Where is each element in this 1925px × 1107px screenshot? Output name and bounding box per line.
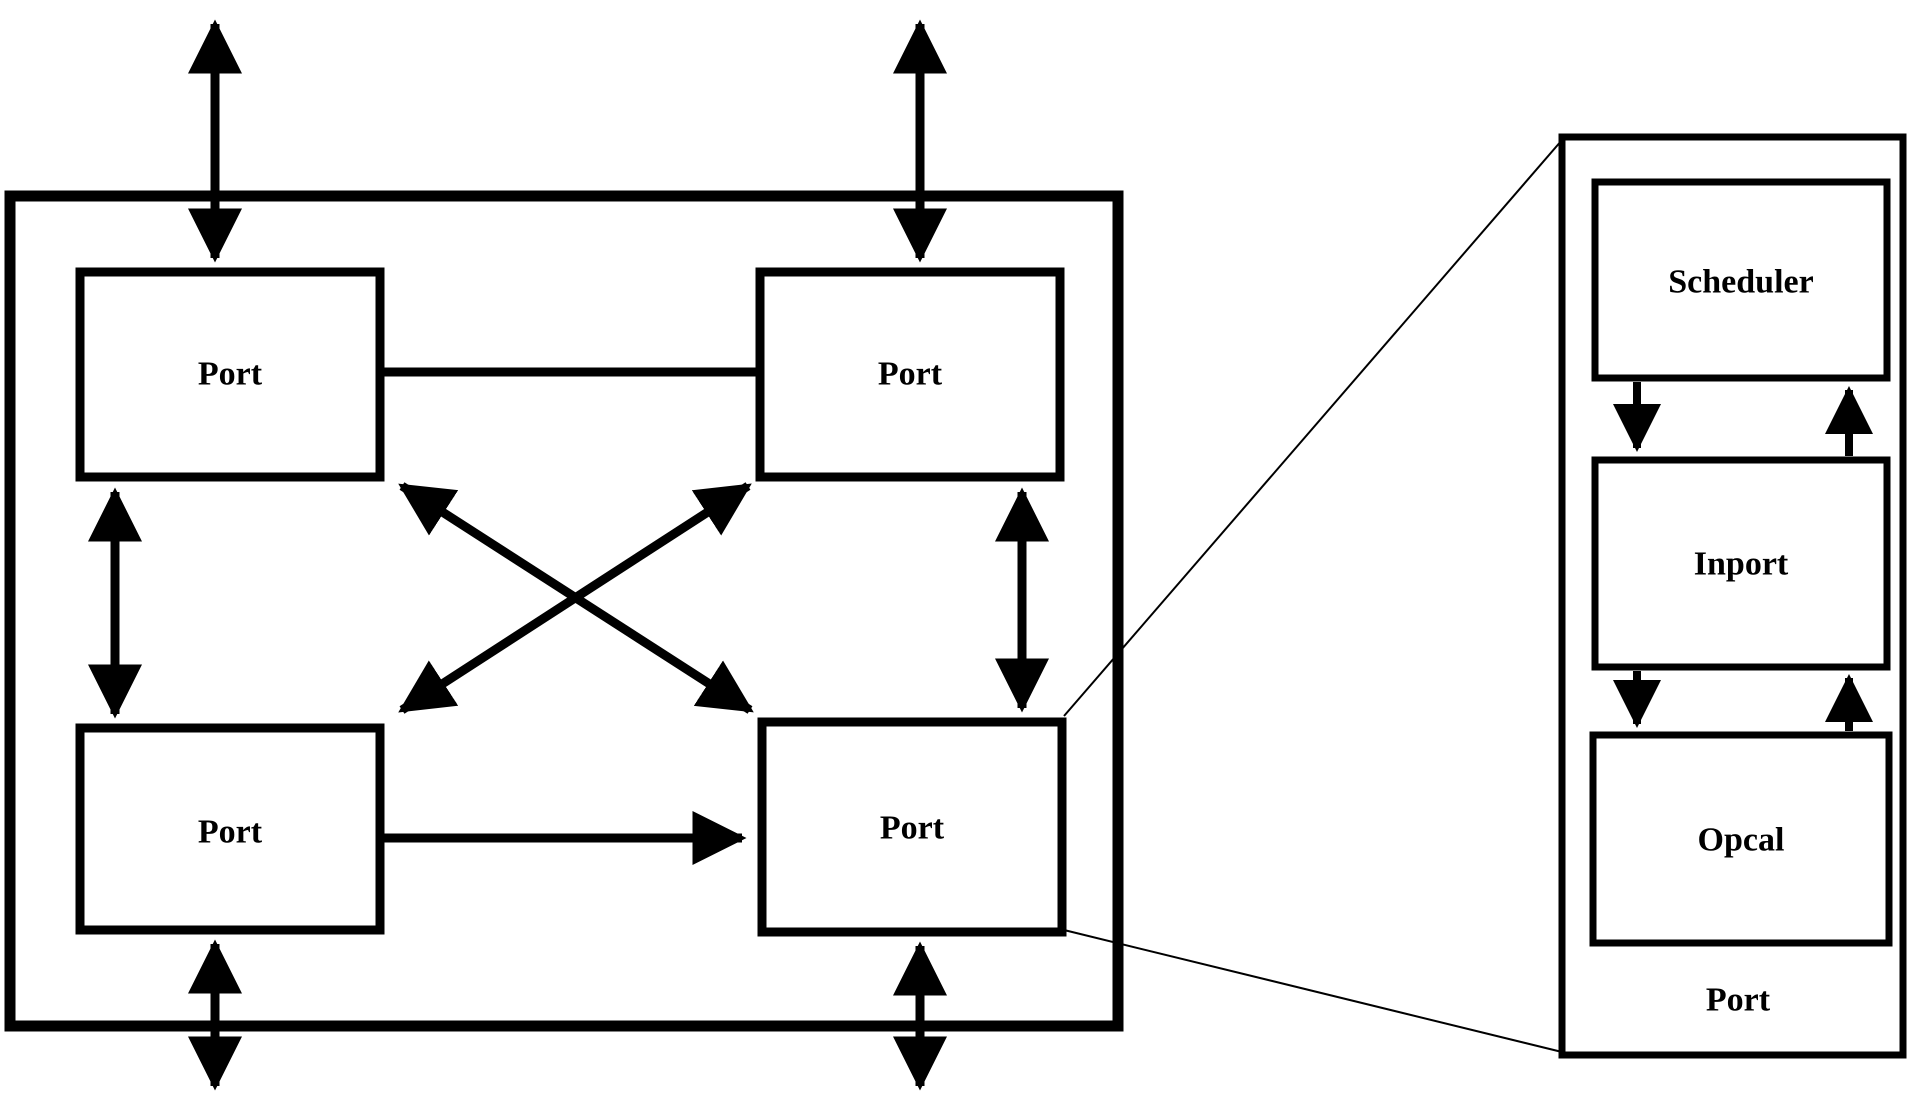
port-box xyxy=(75,267,385,482)
port-box-bottom-right: Port xyxy=(757,717,1067,937)
port-box-top-left: Port xyxy=(75,267,385,482)
port-label: Port xyxy=(878,356,943,393)
callout-line-top xyxy=(1063,139,1563,717)
port-box-top-right: Port xyxy=(755,267,1065,482)
opcal-box xyxy=(1589,731,1893,947)
scheduler-label: Scheduler xyxy=(1668,264,1813,301)
scheduler-box xyxy=(1591,178,1891,382)
port-detail-label: Port xyxy=(1706,982,1771,1019)
port-label: Port xyxy=(198,356,263,393)
port-box-bottom-left: Port xyxy=(75,723,385,935)
port-label: Port xyxy=(198,814,263,851)
detail-block-scheduler: Scheduler xyxy=(1591,178,1891,382)
port-box xyxy=(75,723,385,935)
detail-block-inport: Inport xyxy=(1591,456,1891,671)
diagonal-arrow-tr-bl xyxy=(398,482,752,714)
opcal-label: Opcal xyxy=(1698,822,1785,859)
inport-label: Inport xyxy=(1694,546,1789,583)
port-box xyxy=(757,717,1067,937)
callout-line-bottom xyxy=(1063,929,1563,1053)
port-label: Port xyxy=(880,810,945,847)
port-box xyxy=(755,267,1065,482)
detail-block-opcal: Opcal xyxy=(1589,731,1893,947)
inport-box xyxy=(1591,456,1891,671)
port-detail: Scheduler Inport Opcal Port xyxy=(1558,133,1907,1059)
